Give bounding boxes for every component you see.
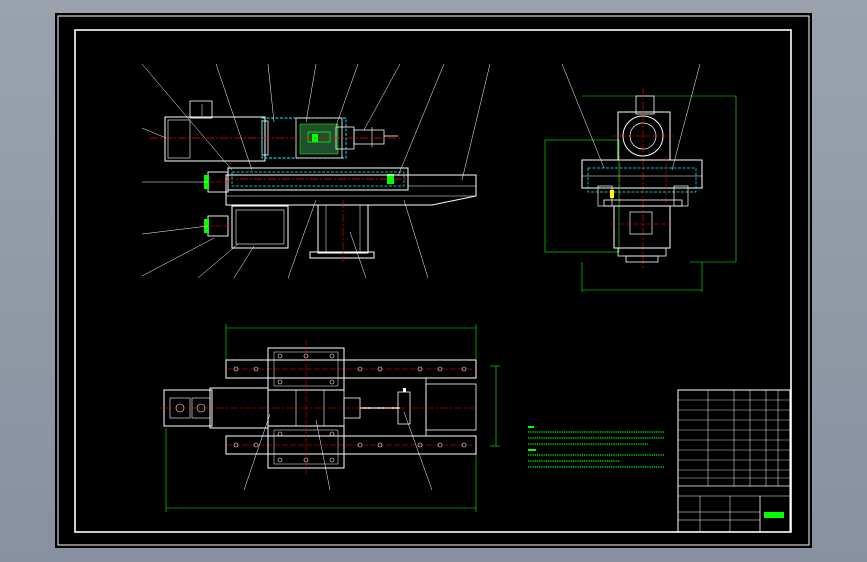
sheet-frame <box>74 29 792 533</box>
plan-view <box>160 324 500 512</box>
end-slide <box>581 159 703 189</box>
end-view <box>544 63 737 292</box>
technical-notes <box>528 426 664 468</box>
side-view <box>141 63 491 279</box>
sheet-outer-border <box>57 15 810 546</box>
sheet-background <box>55 13 812 548</box>
motor-body <box>164 116 266 162</box>
rail-holes <box>233 366 467 448</box>
lower-motor <box>231 205 289 249</box>
side-view-leaders <box>141 63 491 279</box>
title-block <box>677 389 791 533</box>
base-rail <box>225 174 477 206</box>
